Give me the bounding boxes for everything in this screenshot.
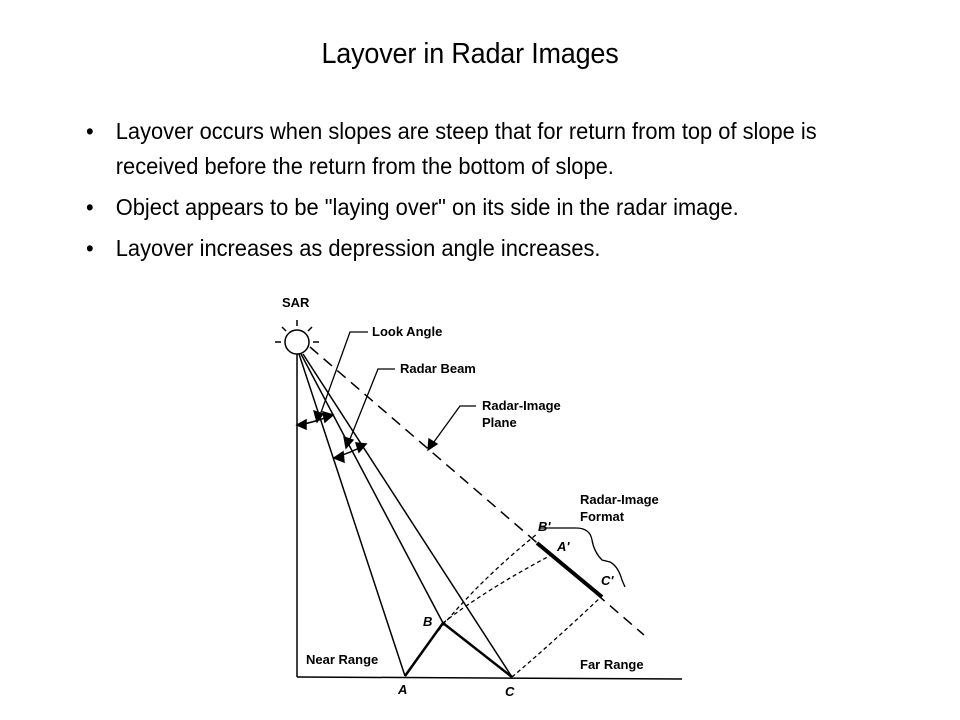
sar-antenna	[275, 320, 319, 355]
image-segment	[535, 541, 604, 599]
radar-image-plane-label-2: Plane	[482, 415, 517, 430]
point-c-label: C	[505, 684, 515, 699]
point-b-prime-label: B'	[538, 519, 551, 534]
radar-image-plane-label-1: Radar-Image	[482, 398, 561, 413]
format-bracket	[540, 527, 626, 588]
point-a-label: A	[397, 682, 407, 697]
bullet-item: Layover occurs when slopes are steep tha…	[86, 114, 867, 184]
beam-lines	[298, 353, 513, 678]
range-arcs	[404, 533, 603, 678]
look-angle-label: Look Angle	[372, 324, 442, 339]
radar-beam-arc	[332, 442, 368, 464]
radar-image-format-label-1: Radar-Image	[580, 492, 659, 507]
look-angle-arc	[295, 410, 335, 431]
point-a-prime-label: A'	[556, 539, 570, 554]
bullet-item: Layover increases as depression angle in…	[86, 231, 867, 266]
radar-beam-label: Radar Beam	[400, 361, 476, 376]
slide-title: Layover in Radar Images	[321, 38, 619, 70]
radar-image-format-label-2: Format	[580, 509, 625, 524]
terrain-slope	[403, 621, 513, 678]
point-c-prime-label: C'	[601, 573, 614, 588]
sar-label: SAR	[282, 295, 310, 310]
leader-lines	[313, 331, 476, 452]
near-range-label: Near Range	[306, 652, 378, 667]
point-b-label: B	[423, 614, 432, 629]
bullet-item: Object appears to be "laying over" on it…	[86, 190, 867, 225]
far-range-label: Far Range	[580, 657, 644, 672]
bullet-list: Layover occurs when slopes are steep tha…	[86, 114, 926, 272]
ground-line	[296, 676, 683, 680]
